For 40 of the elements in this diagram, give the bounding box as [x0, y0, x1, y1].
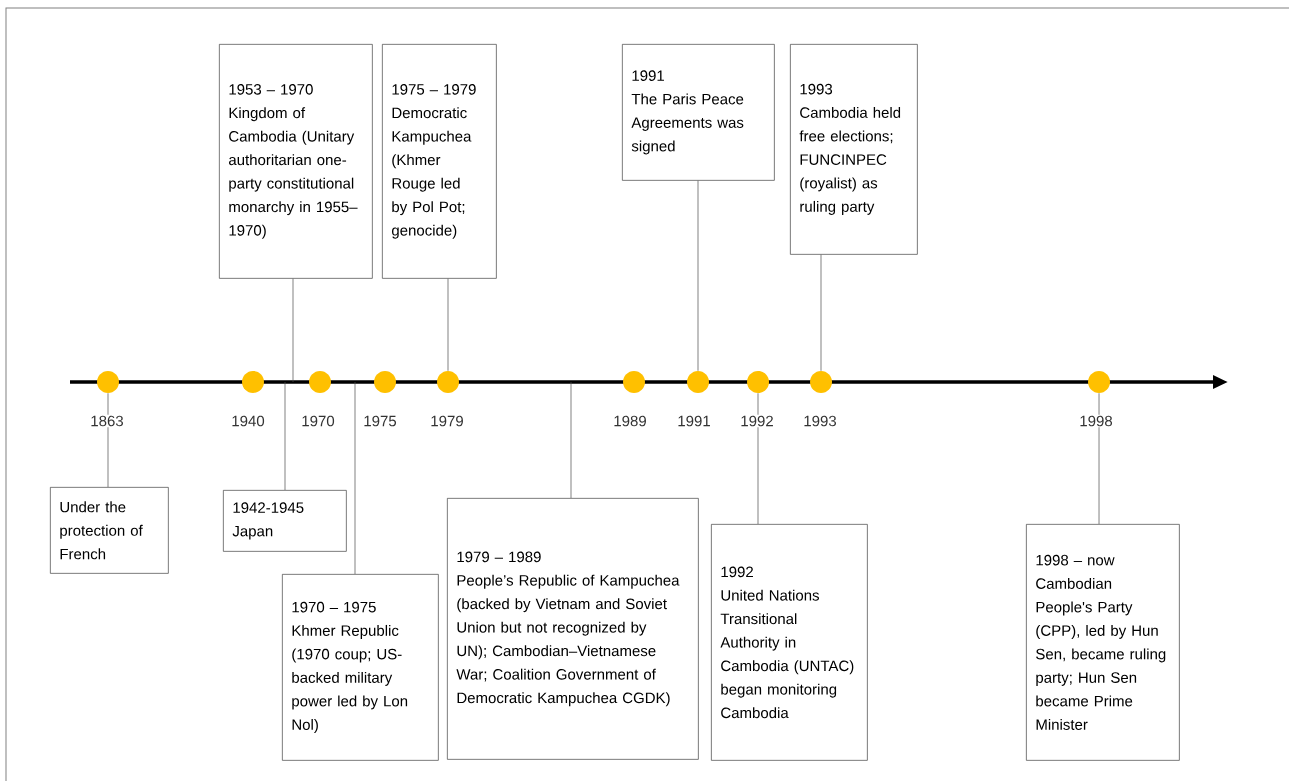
timeline-dot	[623, 371, 645, 393]
timeline-dot	[810, 371, 832, 393]
leader-line	[107, 392, 109, 488]
timeline-dot	[687, 371, 709, 393]
leader-line	[354, 381, 356, 575]
year-label: 1998	[1078, 414, 1114, 428]
leader-line	[697, 180, 699, 372]
leader-line	[447, 278, 449, 372]
event-box: 1992 United Nations Transitional Authority in Cambodia (UNTAC) began monitoring Cambodia	[711, 524, 868, 761]
year-label: 1991	[676, 414, 712, 428]
timeline-dot	[97, 371, 119, 393]
timeline-dot	[242, 371, 264, 393]
timeline-dot	[437, 371, 459, 393]
year-label: 1863	[89, 414, 125, 428]
event-box: 1953 – 1970 Kingdom of Cambodia (Unitary authoritarian one-party constitutional monarchy in 1955–1970)	[219, 44, 373, 279]
event-box: 1998 – now Cambodian People's Party (CPP), led by Hun Sen, became ruling party; Hun Sen became Prime Minister	[1026, 524, 1180, 761]
event-box: 1991 The Paris Peace Agreements was signed	[622, 44, 775, 181]
year-label: 1970	[300, 414, 336, 428]
leader-line	[570, 381, 572, 499]
year-label: 1992	[739, 414, 775, 428]
timeline-dot	[1088, 371, 1110, 393]
event-box: 1975 – 1979 Democratic Kampuchea (Khmer Rouge led by Pol Pot; genocide)	[382, 44, 497, 279]
year-label: 1993	[802, 414, 838, 428]
event-box: 1942-1945 Japan	[223, 490, 347, 552]
year-label: 1979	[429, 414, 465, 428]
leader-line	[284, 381, 286, 491]
event-box: 1970 – 1975 Khmer Republic (1970 coup; US-backed military power led by Lon Nol)	[282, 574, 439, 761]
event-box: 1993 Cambodia held free elections; FUNCINPEC (royalist) as ruling party	[790, 44, 918, 255]
leader-line	[757, 392, 759, 525]
leader-line	[1098, 392, 1100, 525]
leader-line	[820, 254, 822, 372]
leader-line	[292, 278, 294, 383]
timeline-dot	[309, 371, 331, 393]
year-label: 1940	[230, 414, 266, 428]
year-label: 1975	[362, 414, 398, 428]
timeline-dot	[374, 371, 396, 393]
timeline-dot	[747, 371, 769, 393]
year-label: 1989	[612, 414, 648, 428]
event-box: Under the protection of French	[50, 487, 169, 574]
event-box: 1979 – 1989 People’s Republic of Kampuchea (backed by Vietnam and Soviet Union but not recognized by UN); Cambodian–Vietnamese War; Coalition Government of Democratic Kampuchea CGDK)	[447, 498, 699, 760]
